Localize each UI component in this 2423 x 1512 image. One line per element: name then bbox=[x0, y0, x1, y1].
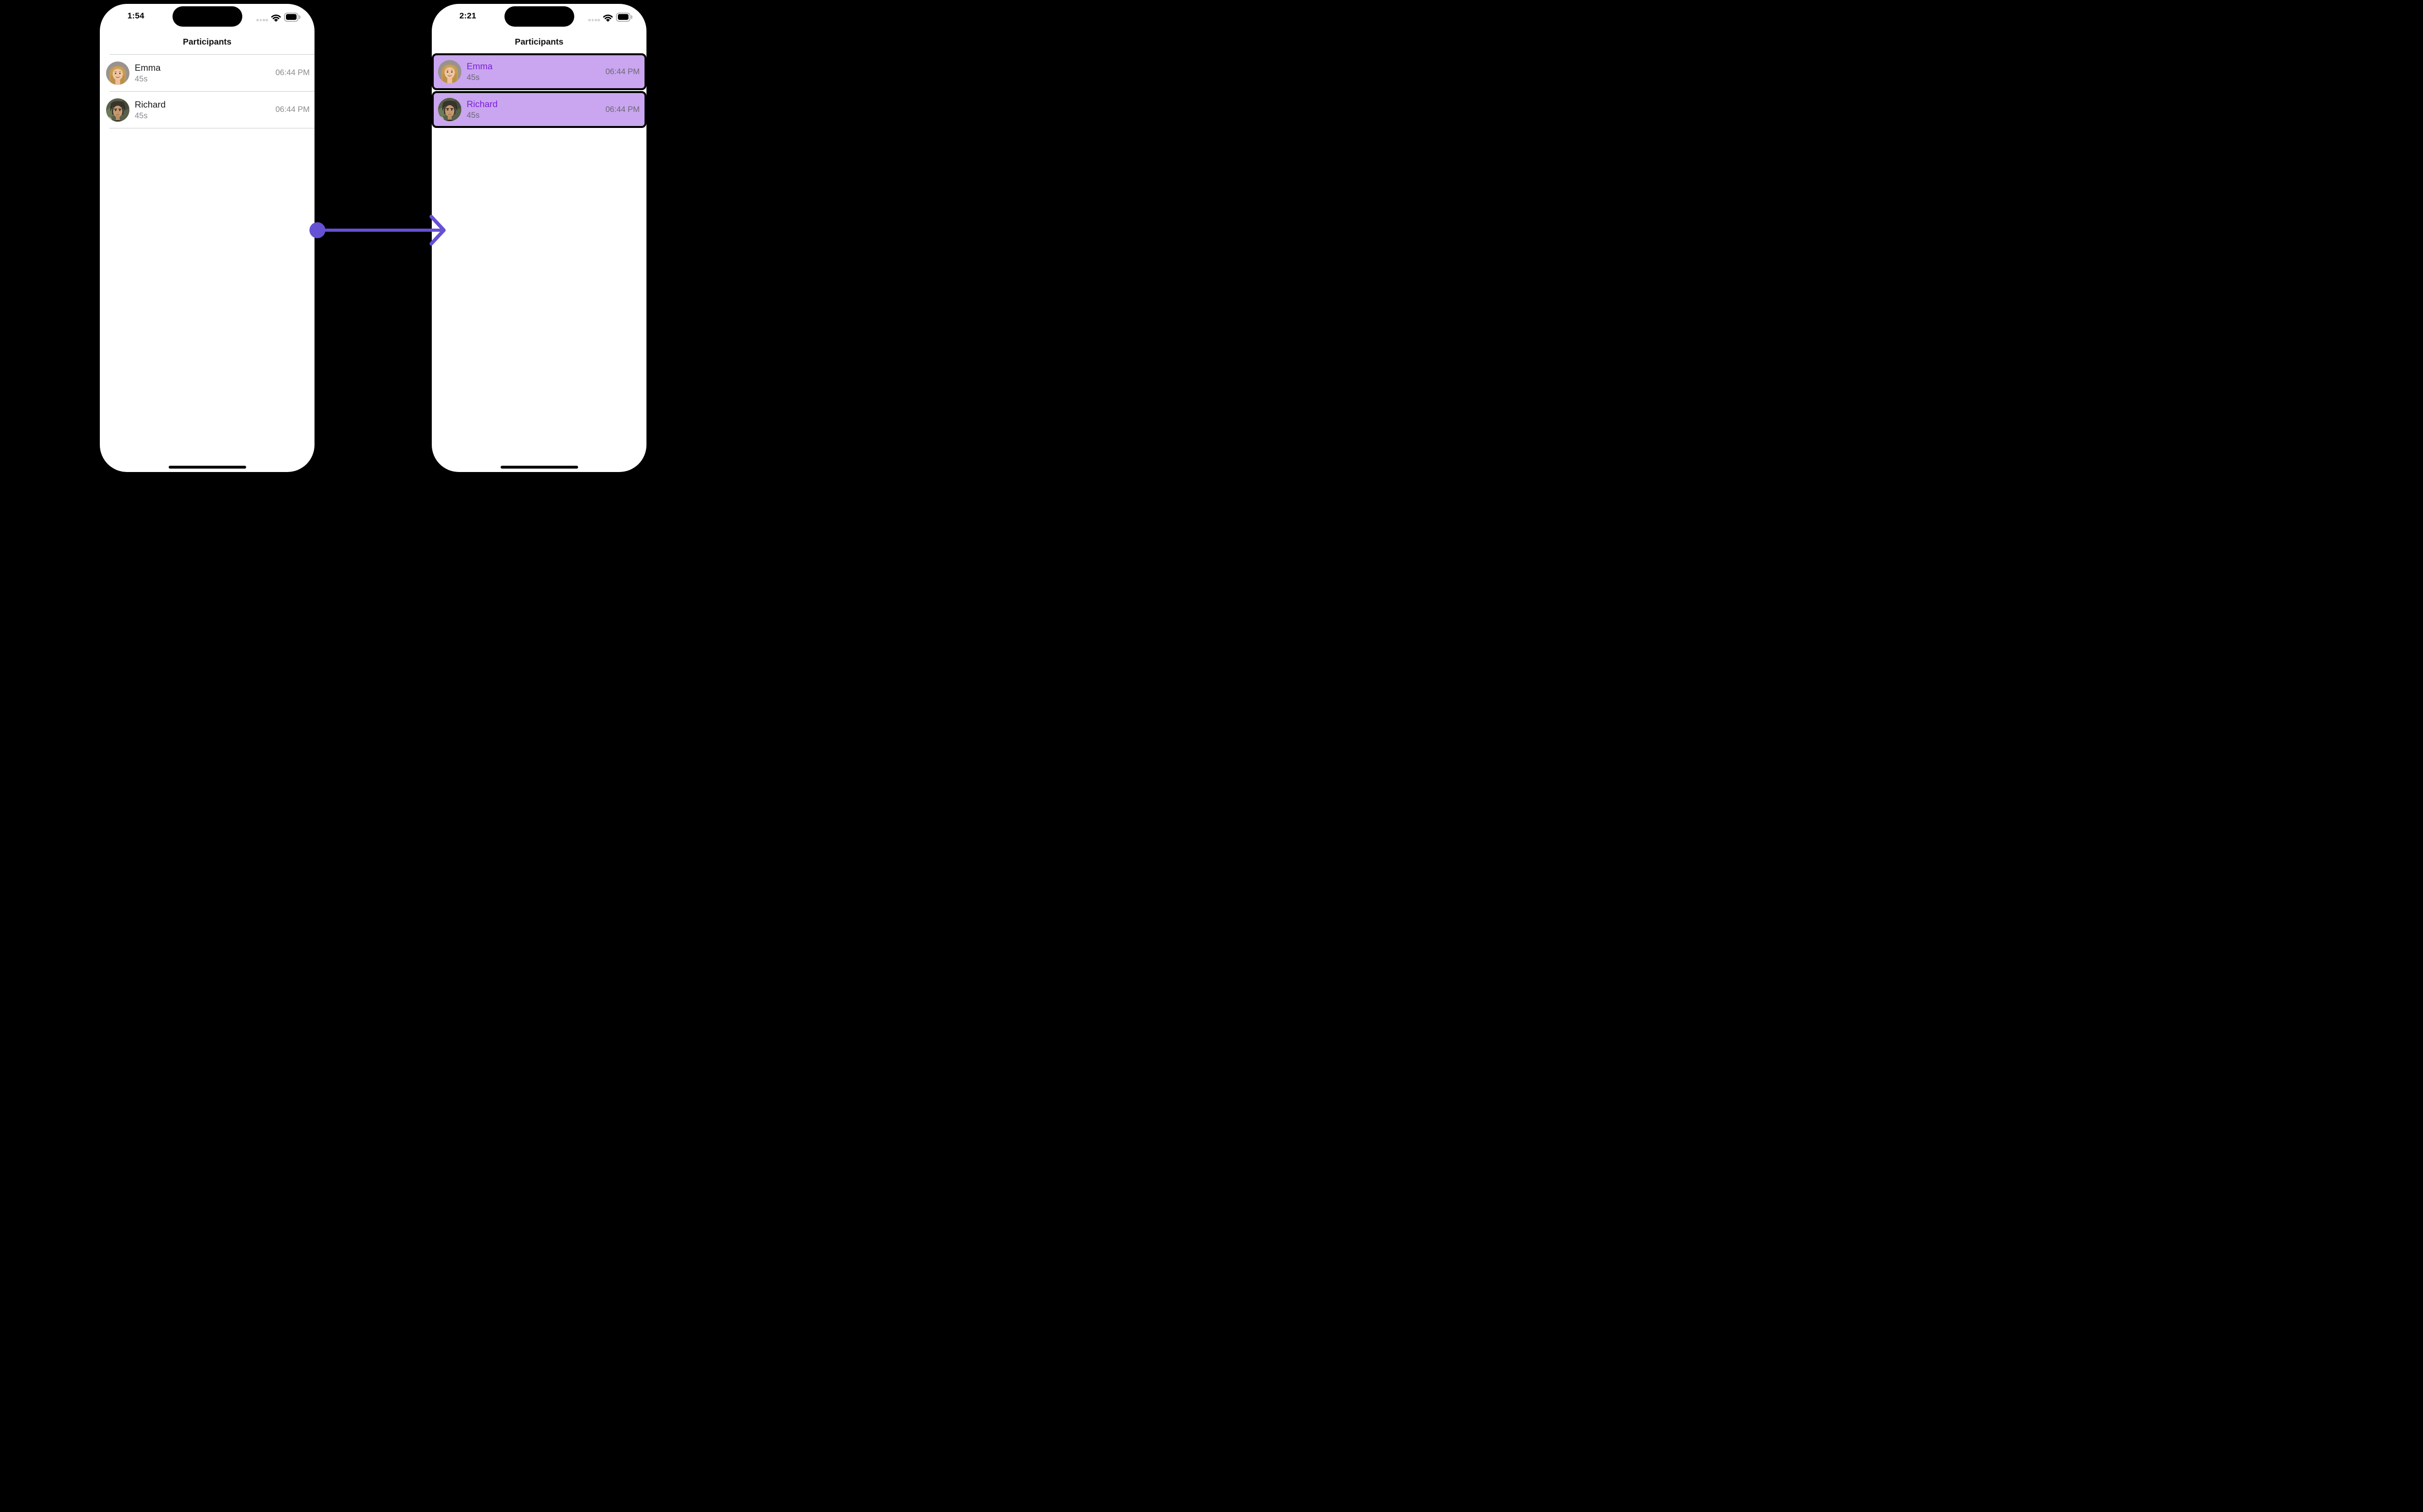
participant-duration: 45s bbox=[467, 73, 480, 82]
status-time: 2:21 bbox=[459, 11, 476, 20]
phone-frame-left: 1:54 Participants bbox=[100, 4, 315, 472]
avatar-richard bbox=[106, 98, 129, 122]
phone-frame-right: 2:21 Participants bbox=[432, 4, 646, 472]
arrow-right-icon bbox=[309, 215, 446, 246]
participant-row-emma-selected[interactable]: Emma 45s 06:44 PM bbox=[432, 53, 646, 90]
participant-duration: 45s bbox=[135, 74, 148, 83]
canvas: 1:54 Participants bbox=[0, 0, 760, 473]
dynamic-island bbox=[172, 6, 242, 27]
participant-time: 06:44 PM bbox=[605, 67, 640, 76]
page-title: Participants bbox=[183, 37, 232, 47]
cellular-signal-icon bbox=[588, 19, 600, 21]
participant-row-emma[interactable]: Emma 45s 06:44 PM bbox=[100, 55, 315, 91]
cellular-signal-icon bbox=[256, 19, 268, 21]
home-indicator[interactable] bbox=[500, 466, 578, 469]
participant-row-richard-selected[interactable]: Richard 45s 06:44 PM bbox=[432, 91, 646, 128]
participant-time: 06:44 PM bbox=[605, 105, 640, 114]
home-indicator[interactable] bbox=[168, 466, 246, 469]
participant-time: 06:44 PM bbox=[275, 105, 310, 114]
participant-time: 06:44 PM bbox=[275, 68, 310, 77]
divider bbox=[110, 91, 315, 92]
participant-name: Richard bbox=[135, 99, 166, 110]
participant-duration: 45s bbox=[467, 111, 480, 120]
avatar-emma bbox=[438, 60, 461, 83]
participant-name: Emma bbox=[467, 61, 493, 71]
avatar-emma bbox=[106, 61, 129, 85]
participant-list: Emma 45s 06:44 PM bbox=[432, 53, 646, 129]
battery-icon bbox=[284, 12, 300, 22]
status-time: 1:54 bbox=[127, 11, 144, 20]
dynamic-island bbox=[504, 6, 574, 27]
wifi-icon bbox=[271, 15, 281, 22]
page-title: Participants bbox=[515, 37, 564, 47]
divider bbox=[110, 54, 315, 55]
wifi-icon bbox=[603, 15, 613, 22]
participant-row-richard[interactable]: Richard 45s 06:44 PM bbox=[100, 92, 315, 128]
participant-duration: 45s bbox=[135, 111, 148, 120]
avatar-richard bbox=[438, 98, 461, 121]
participant-name: Emma bbox=[135, 62, 161, 73]
participant-name: Richard bbox=[467, 99, 498, 109]
participant-list: Emma 45s 06:44 PM bbox=[100, 54, 315, 128]
battery-icon bbox=[616, 12, 632, 22]
